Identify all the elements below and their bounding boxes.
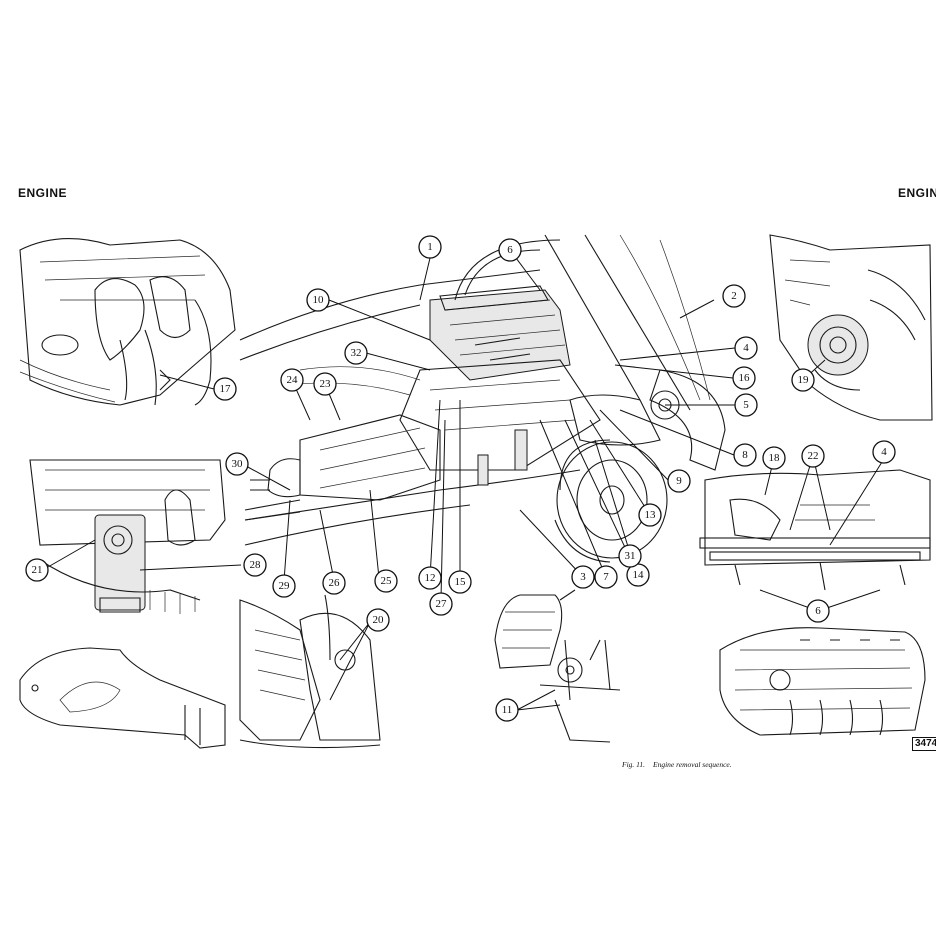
- figure-caption-text: Engine removal sequence.: [652, 760, 732, 769]
- svg-text:23: 23: [320, 378, 332, 390]
- svg-text:15: 15: [455, 576, 467, 588]
- svg-text:17: 17: [220, 383, 232, 395]
- svg-text:6: 6: [815, 605, 821, 617]
- svg-text:7: 7: [603, 571, 609, 583]
- svg-text:19: 19: [798, 374, 810, 386]
- callout-9: 9: [667, 469, 691, 493]
- svg-text:2: 2: [731, 290, 737, 302]
- callout-1: 1: [418, 235, 442, 259]
- callout-11: 11: [495, 698, 519, 722]
- panel-engine-mount: [29, 459, 226, 614]
- callout-26: 26: [322, 571, 346, 595]
- callout-3: 3: [571, 565, 595, 589]
- callout-22: 22: [801, 444, 825, 468]
- svg-text:24: 24: [287, 374, 299, 386]
- callout-25: 25: [374, 569, 398, 593]
- svg-text:10: 10: [313, 294, 325, 306]
- callout-19: 19: [791, 368, 815, 392]
- svg-text:20: 20: [373, 614, 385, 626]
- panel-exhaust-manifold: [19, 238, 236, 406]
- svg-text:9: 9: [676, 475, 682, 487]
- panel-starter-motor: [769, 234, 933, 421]
- callout-27: 27: [429, 592, 453, 616]
- svg-text:32: 32: [351, 347, 362, 359]
- callout-24: 24: [280, 368, 304, 392]
- svg-text:8: 8: [742, 449, 748, 461]
- svg-text:30: 30: [232, 458, 244, 470]
- callout-30: 30: [225, 452, 249, 476]
- svg-text:16: 16: [739, 372, 751, 384]
- panel-gearbox-detail: [239, 594, 381, 749]
- callout-31: 31: [618, 544, 642, 568]
- header-left-title: ENGINE: [18, 186, 68, 200]
- panel-tunnel-cover: [19, 647, 226, 749]
- svg-text:1: 1: [427, 241, 433, 253]
- svg-text:4: 4: [743, 342, 749, 354]
- callout-15: 15: [448, 570, 472, 594]
- callout-29: 29: [272, 574, 296, 598]
- callout-8: 8: [733, 443, 757, 467]
- svg-text:13: 13: [645, 509, 657, 521]
- svg-text:4: 4: [881, 446, 887, 458]
- svg-text:18: 18: [769, 452, 781, 464]
- svg-text:11: 11: [502, 704, 513, 716]
- svg-text:26: 26: [329, 577, 341, 589]
- callout-14: 14: [626, 563, 650, 587]
- figure-number: Fig. 11.: [622, 760, 645, 769]
- header-right-title: ENGINE: [898, 186, 936, 200]
- callout-13: 13: [638, 503, 662, 527]
- svg-text:22: 22: [808, 450, 819, 462]
- callout-4: 4: [734, 336, 758, 360]
- callout-6: 6: [498, 238, 522, 262]
- callout-10: 10: [306, 288, 330, 312]
- svg-text:14: 14: [633, 569, 645, 581]
- panel-engine-bay: [239, 234, 726, 563]
- callout-16: 16: [732, 366, 756, 390]
- callout-7: 7: [594, 565, 618, 589]
- svg-text:21: 21: [32, 564, 43, 576]
- panel-subframe: [699, 469, 931, 591]
- callout-28: 28: [243, 553, 267, 577]
- panel-lifting-lever: [494, 589, 621, 743]
- callout-6: 6: [806, 599, 830, 623]
- callout-18: 18: [762, 446, 786, 470]
- callout-23: 23: [313, 372, 337, 396]
- svg-text:29: 29: [279, 580, 291, 592]
- callout-2: 2: [722, 284, 746, 308]
- svg-text:6: 6: [507, 244, 513, 256]
- callout-4: 4: [872, 440, 896, 464]
- svg-text:5: 5: [743, 399, 749, 411]
- figure-caption: Fig. 11. Engine removal sequence.: [622, 760, 740, 769]
- callout-12: 12: [418, 566, 442, 590]
- svg-text:3: 3: [580, 571, 586, 583]
- callout-20: 20: [366, 608, 390, 632]
- svg-text:27: 27: [436, 598, 448, 610]
- callout-5: 5: [734, 393, 758, 417]
- leader-lines: [47, 249, 883, 711]
- svg-text:31: 31: [625, 550, 636, 562]
- reference-number-box: 3474: [912, 737, 936, 751]
- callout-17: 17: [213, 377, 237, 401]
- svg-text:28: 28: [250, 559, 262, 571]
- panel-cylinder-head: [719, 627, 926, 736]
- callout-21: 21: [25, 558, 49, 582]
- svg-text:25: 25: [381, 575, 393, 587]
- svg-text:12: 12: [425, 572, 436, 584]
- callout-32: 32: [344, 341, 368, 365]
